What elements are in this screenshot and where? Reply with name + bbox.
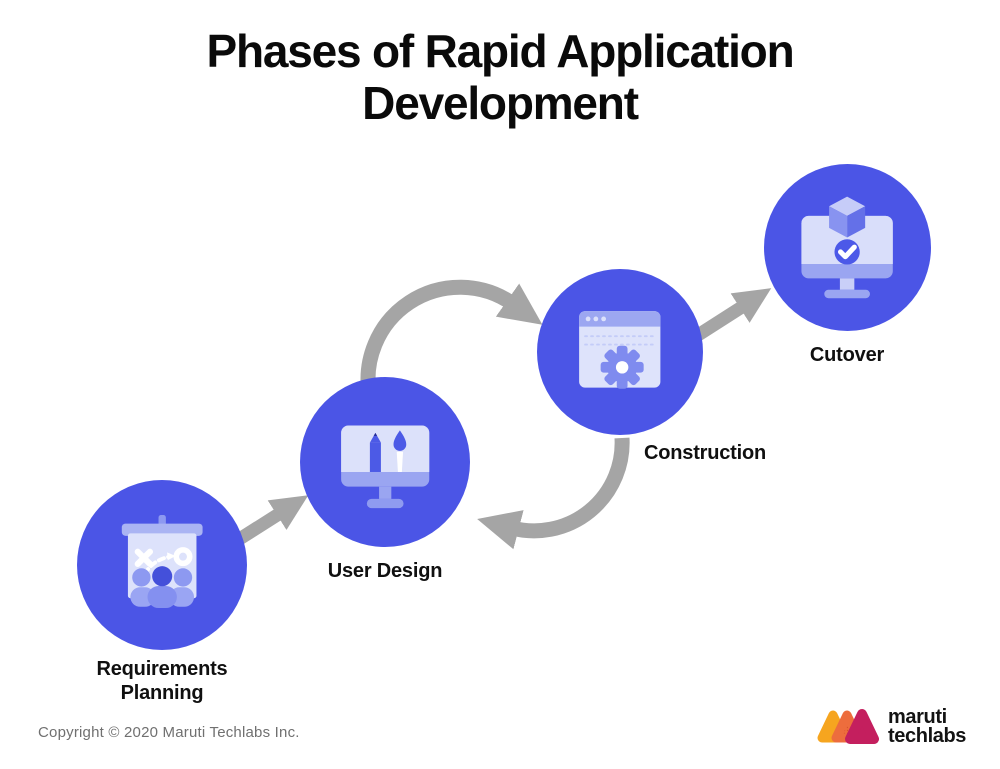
- design-monitor-icon: [340, 425, 430, 508]
- copyright-text: Copyright © 2020 Maruti Techlabs Inc.: [38, 724, 300, 741]
- deploy-monitor-icon: [801, 196, 894, 299]
- logo-wordmark: maruti techlabs: [888, 706, 966, 747]
- phase-label-user-design: User Design: [327, 560, 443, 582]
- maruti-techlabs-logo: maruti techlabs: [816, 702, 966, 752]
- arrow-construction-to-cutover: [691, 288, 772, 343]
- browser-gear-icon: [579, 311, 661, 390]
- gear-icon: [600, 346, 644, 390]
- arrow-construction-to-design-curve: [477, 437, 630, 550]
- arrow-design-to-construction-curve: [360, 279, 543, 400]
- phase-circle-requirements-planning: [77, 480, 247, 650]
- phase-circle-cutover: [764, 164, 931, 331]
- phase-circle-user-design: [300, 377, 470, 547]
- page-title: Phases of Rapid Application Development: [206, 25, 795, 129]
- cube-left-face: [829, 206, 848, 238]
- logo-word-techlabs: techlabs: [888, 725, 966, 747]
- logo-triangles-icon: [817, 709, 880, 744]
- phase-label-construction: Construction: [644, 442, 767, 464]
- phase-circle-construction: [537, 269, 703, 435]
- phase-label-requirements-planning: Requirements Planning: [96, 658, 228, 704]
- cube-top-face: [829, 196, 866, 217]
- logo-word-maruti: maruti: [888, 706, 947, 728]
- strategy-board-icon: [121, 514, 203, 608]
- phase-label-cutover: Cutover: [809, 344, 885, 366]
- cube-right-face: [847, 206, 866, 238]
